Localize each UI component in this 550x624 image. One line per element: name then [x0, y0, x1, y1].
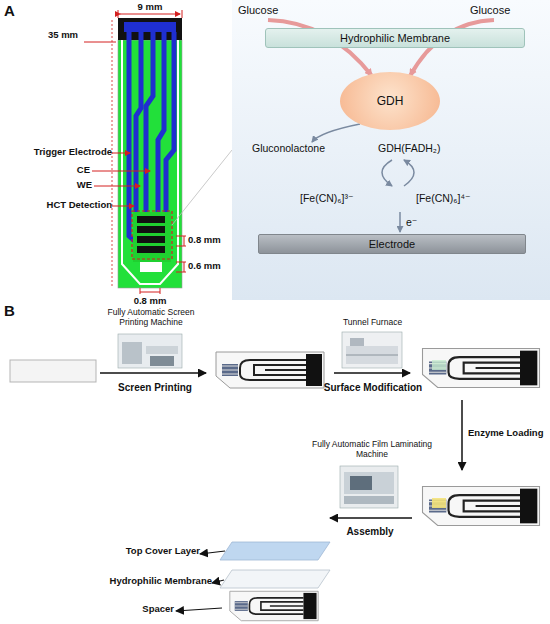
text-label: 0.6 mm [188, 261, 238, 272]
node-text: Electrode [369, 238, 415, 250]
text-label: 35 mm [40, 30, 86, 41]
text-label: 9 mm [125, 2, 175, 13]
enzyme-ellipse: GDH [340, 72, 440, 130]
text-label: Assembly [320, 526, 420, 538]
text-label: HCT Detection [20, 200, 112, 211]
text-label: CE [60, 165, 90, 176]
node-text: Hydrophilic Membrane [340, 32, 450, 44]
electrode-band: Electrode [258, 234, 526, 254]
text-label: Fully Automatic Film Laminating Machine [312, 440, 432, 460]
text-label: Glucose [470, 4, 530, 17]
text-label: Enzyme Loading [468, 428, 550, 439]
text-label: Spacer [110, 604, 174, 615]
text-label: [Fe(CN)₆]³⁻ [300, 192, 370, 204]
text-label: Hydrophilic Membrane [80, 576, 212, 587]
text-label: GDH(FADH₂) [378, 142, 468, 154]
membrane-band: Hydrophilic Membrane [265, 28, 525, 48]
text-label: Gluconolactone [252, 142, 342, 154]
text-label: Fully Automatic Screen Printing Machine [96, 308, 206, 328]
text-label: B [4, 302, 24, 319]
text-label: [Fe(CN)₆]⁴⁻ [416, 192, 486, 204]
text-label: Screen Printing [100, 382, 210, 394]
text-label: A [4, 2, 24, 19]
node-text: GDH [377, 94, 404, 108]
text-label: Top Cover Layer [100, 546, 200, 557]
text-label: Glucose [238, 4, 298, 17]
text-label: 0.8 mm [125, 296, 175, 307]
text-label: Surface Modification [318, 382, 428, 394]
text-label: Trigger Electrode [20, 147, 112, 158]
text-label: Tunnel Furnace [325, 318, 420, 328]
text-label: 0.8 mm [188, 235, 238, 246]
text-label: e⁻ [406, 216, 426, 228]
text-label: WE [60, 180, 92, 191]
